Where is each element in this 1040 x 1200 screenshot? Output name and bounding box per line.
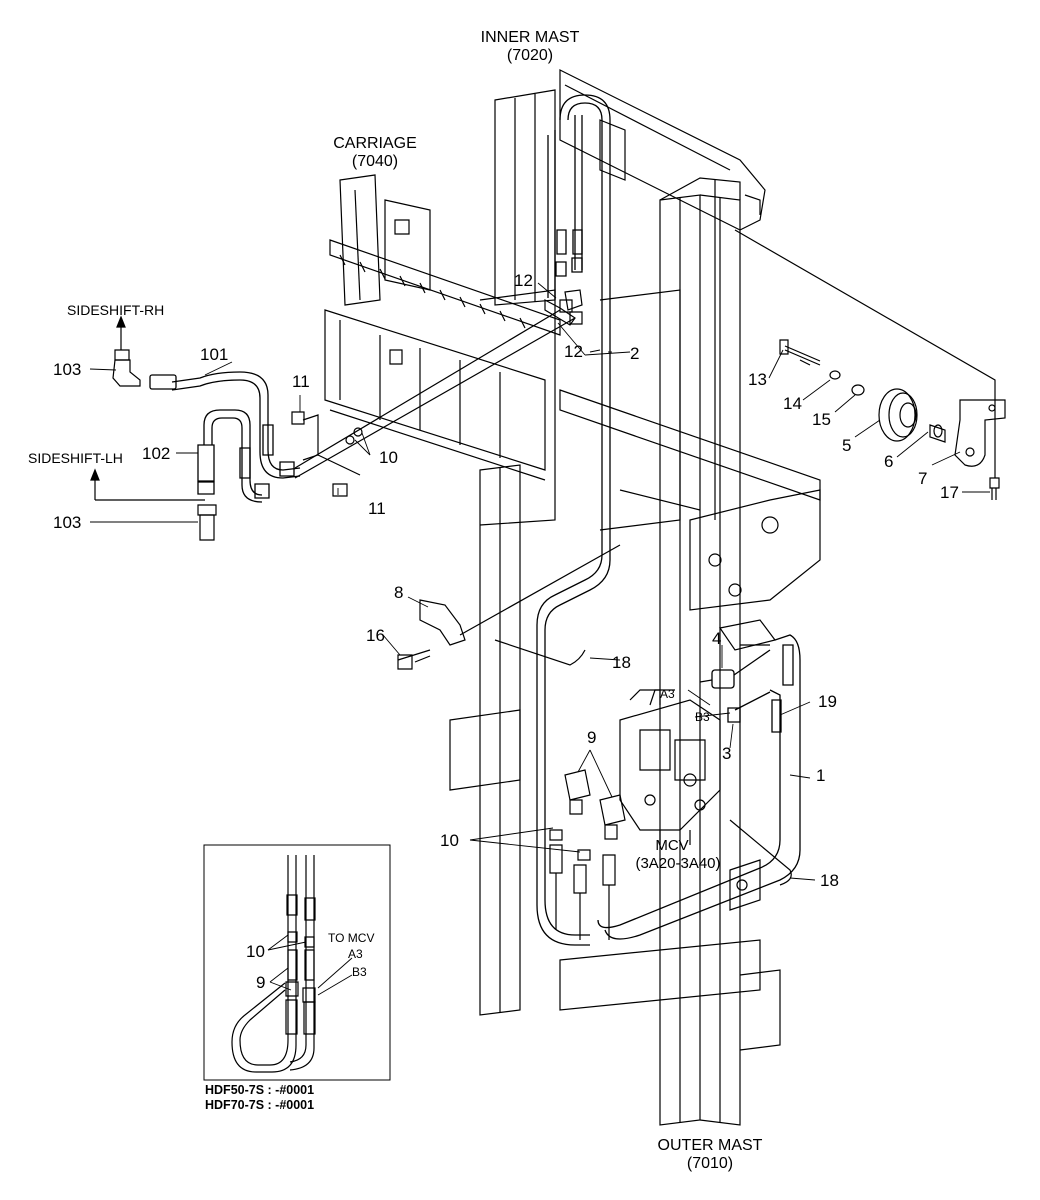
sideshift-rh-label: SIDESHIFT-RH (67, 302, 165, 318)
callout-16: 16 (366, 626, 385, 645)
callout-6: 6 (884, 452, 894, 471)
callout-17: 17 (940, 483, 959, 502)
inset-callout-10: 10 (246, 942, 265, 961)
callout-101: 101 (200, 345, 229, 364)
fitting-103 (113, 350, 216, 540)
mcv-hoses (598, 635, 800, 939)
callout-12-top: 12 (514, 271, 533, 290)
callout-11-top: 11 (292, 372, 310, 391)
outer-mast-code: (7010) (686, 1155, 734, 1172)
sideshift-hoses (150, 372, 300, 502)
inset-b3: B3 (352, 965, 367, 979)
callout-7: 7 (918, 469, 928, 488)
mcv-fittings (550, 770, 625, 940)
callout-103-bottom: 103 (53, 513, 82, 532)
carriage-label: CARRIAGE (333, 135, 417, 152)
sideshift-tubes (292, 290, 582, 496)
callout-15: 15 (812, 410, 831, 429)
callout-2: 2 (630, 344, 640, 363)
callout-19: 19 (818, 692, 837, 711)
callout-102: 102 (142, 444, 171, 463)
inner-mast (480, 70, 765, 530)
callout-9: 9 (587, 728, 597, 747)
callout-1: 1 (816, 766, 826, 785)
lift-hoses (537, 95, 610, 945)
callout-4: 4 (712, 629, 722, 648)
sideshift-arrows (91, 317, 205, 500)
inset-to-mcv: TO MCV (328, 931, 375, 945)
callout-13: 13 (748, 370, 767, 389)
callout-5: 5 (842, 436, 852, 455)
inset-callout-9: 9 (256, 973, 266, 992)
leader-lines (90, 283, 990, 880)
callout-10-lower: 10 (440, 831, 459, 850)
inset-note-line1: HDF50-7S : -#0001 (205, 1083, 315, 1097)
sideshift-lh-label: SIDESHIFT-LH (28, 450, 123, 466)
callout-10-upper: 10 (379, 448, 398, 467)
outer-mast-label: OUTER MAST (657, 1137, 763, 1154)
callout-12-mid: 12 (564, 342, 583, 361)
callout-3: 3 (722, 744, 732, 763)
callout-11-bottom: 11 (368, 499, 386, 518)
mcv-code: (3A20-3A40) (635, 855, 721, 872)
outer-mast (450, 178, 820, 1125)
callout-103-top: 103 (53, 360, 82, 379)
callout-18-top: 18 (612, 653, 631, 672)
carriage-code: (7040) (351, 153, 399, 170)
inner-mast-label: INNER MAST (480, 29, 580, 46)
callout-18-bottom: 18 (820, 871, 839, 890)
callout-8: 8 (394, 583, 404, 602)
port-b3-label: B3 (695, 710, 710, 724)
inset-note-line2: HDF70-7S : -#0001 (205, 1098, 315, 1112)
bracket-8 (398, 545, 620, 669)
callout-14: 14 (783, 394, 802, 413)
inset-detail (204, 845, 390, 1080)
pulley-assembly (735, 230, 1005, 500)
inset-a3: A3 (348, 947, 363, 961)
mcv-valve (620, 690, 720, 845)
port-a3-label: A3 (660, 687, 675, 701)
inner-mast-code: (7020) (506, 47, 554, 64)
clamp-18 (495, 640, 791, 885)
carriage (325, 175, 560, 480)
mcv-label: MCV (655, 837, 689, 854)
